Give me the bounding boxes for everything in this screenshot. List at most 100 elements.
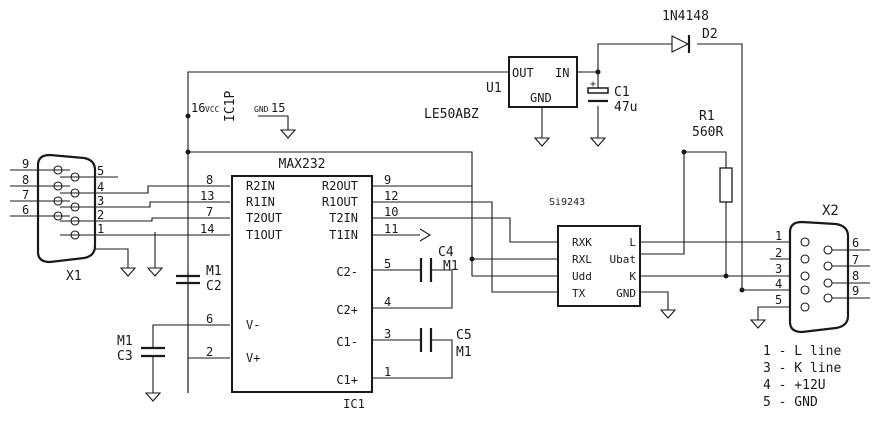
max232-ic: MAX232 IC1 8 R2IN 13 R1IN 7 T2OUT 14 T1O… — [191, 91, 398, 411]
ic-name: MAX232 — [279, 157, 326, 172]
resistor-value: 560R — [692, 125, 723, 140]
x2-pin: 6 — [852, 236, 859, 250]
ground-symbols — [119, 129, 767, 402]
gnd-pin: 15 — [271, 101, 285, 115]
capacitor-c2: M1 C2 — [176, 264, 222, 294]
pin-number: 14 — [200, 222, 214, 236]
u1-part: LE50ABZ — [424, 107, 479, 122]
c1-ref: C1 — [614, 85, 630, 100]
arrow-icon — [419, 228, 432, 242]
pin-label: R2IN — [246, 179, 275, 193]
pin-label: V+ — [246, 351, 260, 365]
capacitor-c4: C4 M1 — [419, 245, 459, 282]
c5-value: M1 — [456, 345, 472, 360]
x1-pin: 3 — [97, 194, 104, 208]
ground-icon — [589, 137, 607, 147]
c1-value: 47u — [614, 100, 637, 115]
pin-legend: 1 - L line 3 - K line 4 - +12U 5 - GND — [763, 344, 841, 410]
pin-number: 12 — [384, 189, 398, 203]
pin-label: T1OUT — [246, 228, 282, 242]
x1-pin: 7 — [22, 188, 29, 202]
si-pin-ubat: Ubat — [610, 253, 637, 266]
x1-pin: 2 — [97, 208, 104, 222]
legend-line: 5 - GND — [763, 395, 818, 410]
ground-icon — [749, 319, 767, 329]
x2-pin: 9 — [852, 284, 859, 298]
c2-value: M1 — [206, 264, 222, 279]
capacitor-c5: C5 M1 — [419, 328, 472, 360]
u1-out: OUT — [512, 66, 534, 80]
pin-label: R1IN — [246, 195, 275, 209]
capacitor-c1: + C1 47u — [587, 79, 637, 115]
pin-label: T1IN — [329, 228, 358, 242]
x1-pin: 8 — [22, 173, 29, 187]
resistor-ref: R1 — [699, 109, 715, 124]
capacitor-c3: M1 C3 — [117, 334, 165, 364]
regulator-u1: OUT IN GND U1 LE50ABZ — [424, 56, 578, 122]
x1-ref: X1 — [66, 269, 82, 284]
u1-gnd: GND — [530, 91, 552, 105]
x2-pin: 8 — [852, 269, 859, 283]
pin-label: R1OUT — [322, 195, 358, 209]
c3-value: M1 — [117, 334, 133, 349]
u1-in: IN — [555, 66, 569, 80]
ic-ref: IC1 — [343, 397, 365, 411]
vcc-pin: 16 — [191, 101, 205, 115]
pin-label: C2- — [336, 265, 358, 279]
c2-ref: C2 — [206, 279, 222, 294]
ground-icon — [659, 309, 677, 319]
wires — [95, 43, 790, 393]
x2-pin: 2 — [775, 246, 782, 260]
u1-ref: U1 — [486, 81, 502, 96]
vcc-label: VCC — [205, 105, 220, 114]
si9243-name: Si9243 — [549, 197, 585, 208]
pin-label: T2IN — [329, 211, 358, 225]
pin-number: 10 — [384, 205, 398, 219]
resistor-r1: R1 560R — [692, 109, 733, 203]
si-pin-k: K — [629, 270, 636, 283]
ground-icon — [119, 267, 137, 277]
pin-number: 1 — [384, 365, 391, 379]
si-pin-rxl: RXL — [572, 253, 592, 266]
pin-number: 6 — [206, 312, 213, 326]
legend-line: 1 - L line — [763, 344, 841, 359]
c1-plus: + — [590, 79, 596, 90]
legend-line: 3 - K line — [763, 361, 841, 376]
si9243-ic: Si9243 RXK RXL Udd TX L Ubat K GND — [549, 197, 641, 307]
ground-icon — [146, 267, 164, 277]
c4-value: M1 — [443, 259, 459, 274]
pin-label: C2+ — [336, 303, 358, 317]
x2-pin: 5 — [775, 293, 782, 307]
ground-icon — [279, 129, 297, 139]
si-pin-rxk: RXK — [572, 236, 592, 249]
diode-part: 1N4148 — [662, 9, 709, 24]
x2-pin: 7 — [852, 253, 859, 267]
c5-ref: C5 — [456, 328, 472, 343]
c4-ref: C4 — [438, 245, 454, 260]
c3-ref: C3 — [117, 349, 133, 364]
junctions — [185, 69, 745, 293]
diode-d2: 1N4148 D2 — [662, 9, 718, 53]
ground-icon — [144, 392, 162, 402]
pin-label: R2OUT — [322, 179, 358, 193]
pin-number: 8 — [206, 173, 213, 187]
si-pin-l: L — [629, 236, 636, 249]
si-pin-gnd: GND — [616, 287, 636, 300]
x1-pin: 4 — [97, 180, 104, 194]
x2-pin: 4 — [775, 277, 782, 291]
pin-number: 7 — [206, 205, 213, 219]
x1-pin: 5 — [97, 164, 104, 178]
gnd-label: GND — [254, 105, 269, 114]
x2-ref: X2 — [822, 203, 839, 219]
pin-number: 2 — [206, 345, 213, 359]
pin-number: 4 — [384, 295, 391, 309]
pin-label: V- — [246, 318, 260, 332]
connector-x1: 9 8 7 6 5 4 3 2 1 X1 — [10, 153, 118, 284]
legend-line: 4 - +12U — [763, 378, 826, 393]
pin-number: 3 — [384, 327, 391, 341]
pin-number: 5 — [384, 257, 391, 271]
pin-number: 11 — [384, 222, 398, 236]
si-pin-tx: TX — [572, 287, 586, 300]
si-pin-udd: Udd — [572, 270, 592, 283]
pin-number: 13 — [200, 189, 214, 203]
